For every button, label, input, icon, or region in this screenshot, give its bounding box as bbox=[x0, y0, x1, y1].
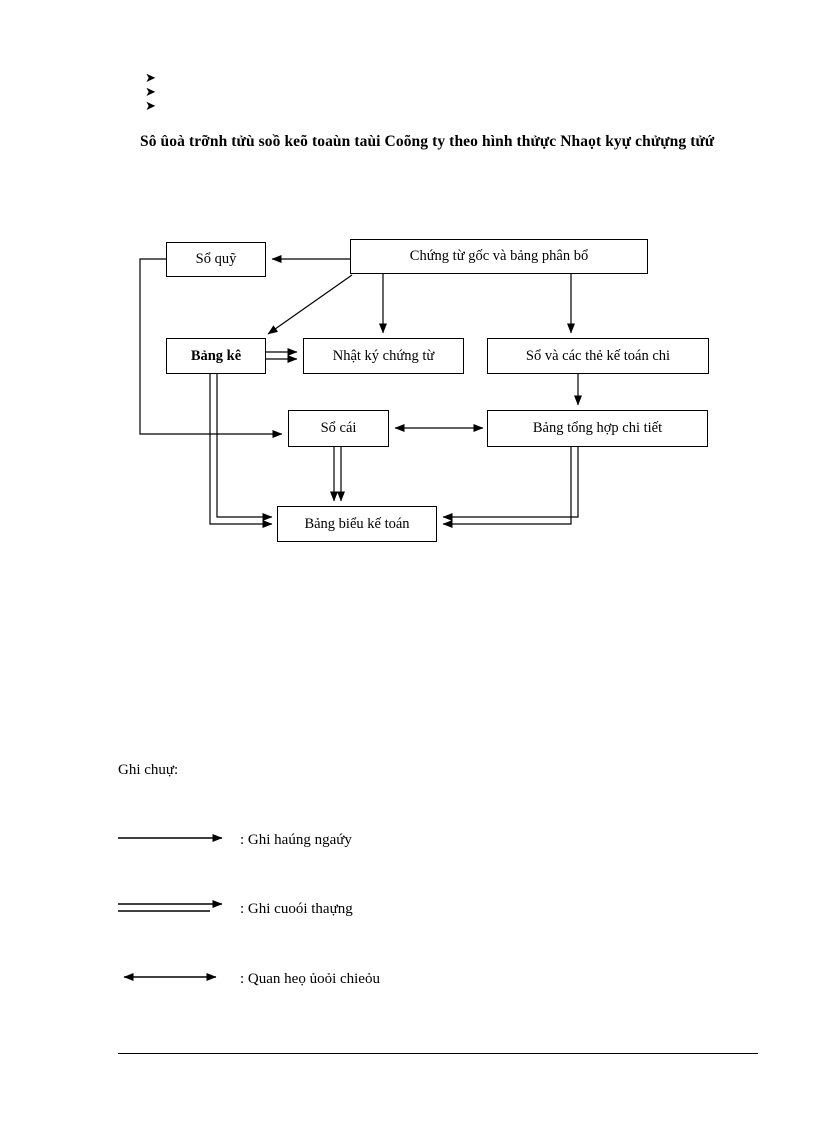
legend-item-label: : Ghi cuoói thaựng bbox=[240, 901, 353, 917]
flow-node-label: Chứng từ gốc và bảng phân bổ bbox=[409, 248, 589, 264]
legend-item-label: : Ghi haúng ngaứy bbox=[240, 832, 352, 848]
page-title: Sô ûoà trỡnh tửù soồ keõ toaùn taùi Coõn… bbox=[140, 133, 715, 150]
notes-label: Ghi chuự: bbox=[118, 762, 179, 778]
flow-node-so-va-cac-the-ke-toan-chi: Sổ và các thẻ kế toán chi bbox=[487, 338, 709, 374]
flow-node-bang-ke: Bảng kê bbox=[166, 338, 266, 374]
arrow-bullet-icon: ➤ bbox=[145, 71, 156, 86]
flow-node-chung-tu-goc: Chứng từ gốc và bảng phân bổ bbox=[350, 239, 648, 274]
flow-node-label: Nhật ký chứng từ bbox=[332, 347, 435, 364]
flow-node-label: Bảng biểu kế toán bbox=[304, 515, 410, 532]
arrow-bullet-icon: ➤ bbox=[145, 99, 156, 114]
flow-node-label: Sổ và các thẻ kế toán chi bbox=[525, 347, 671, 364]
flow-node-label: Sổ quỹ bbox=[195, 251, 237, 267]
flow-node-so-quy: Sổ quỹ bbox=[166, 242, 266, 277]
flow-node-so-cai: Sổ cái bbox=[288, 410, 389, 447]
flow-node-label: Sổ cái bbox=[320, 420, 357, 436]
flow-node-label: Bảng tổng hợp chi tiết bbox=[532, 420, 663, 436]
arrow-bullet-icon: ➤ bbox=[145, 85, 156, 100]
flow-node-bang-bieu-ke-toan: Bảng biểu kế toán bbox=[277, 506, 437, 542]
footer-divider bbox=[118, 1053, 758, 1054]
flow-node-label: Bảng kê bbox=[190, 347, 242, 364]
bullet-list: ➤ ➤ ➤ bbox=[145, 72, 185, 114]
flow-node-nhat-ky-chung-tu: Nhật ký chứng từ bbox=[303, 338, 464, 374]
flow-node-bang-tong-hop-chi-tiet: Bảng tổng hợp chi tiết bbox=[487, 410, 708, 447]
legend-item-label: : Quan heọ ủoỏi chieỏu bbox=[240, 971, 380, 987]
